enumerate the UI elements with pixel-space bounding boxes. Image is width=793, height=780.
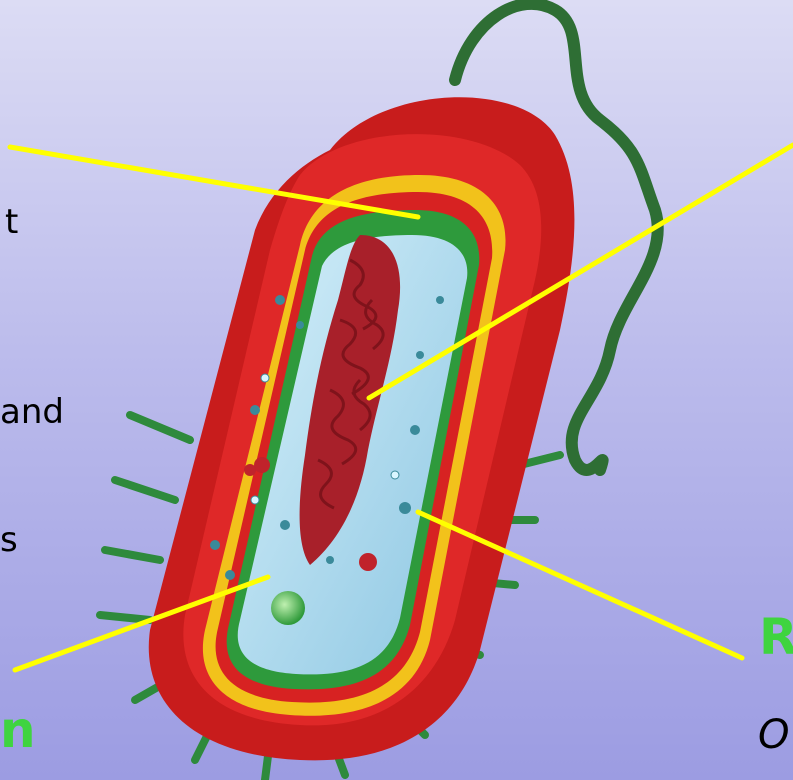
right-green-label: R <box>759 612 793 662</box>
left-text-line-2: and <box>0 395 64 429</box>
left-text-line-3: s <box>0 523 18 557</box>
left-text-line-1: t <box>5 205 18 239</box>
left-green-label: n <box>0 705 36 755</box>
right-text: O <box>758 715 789 755</box>
